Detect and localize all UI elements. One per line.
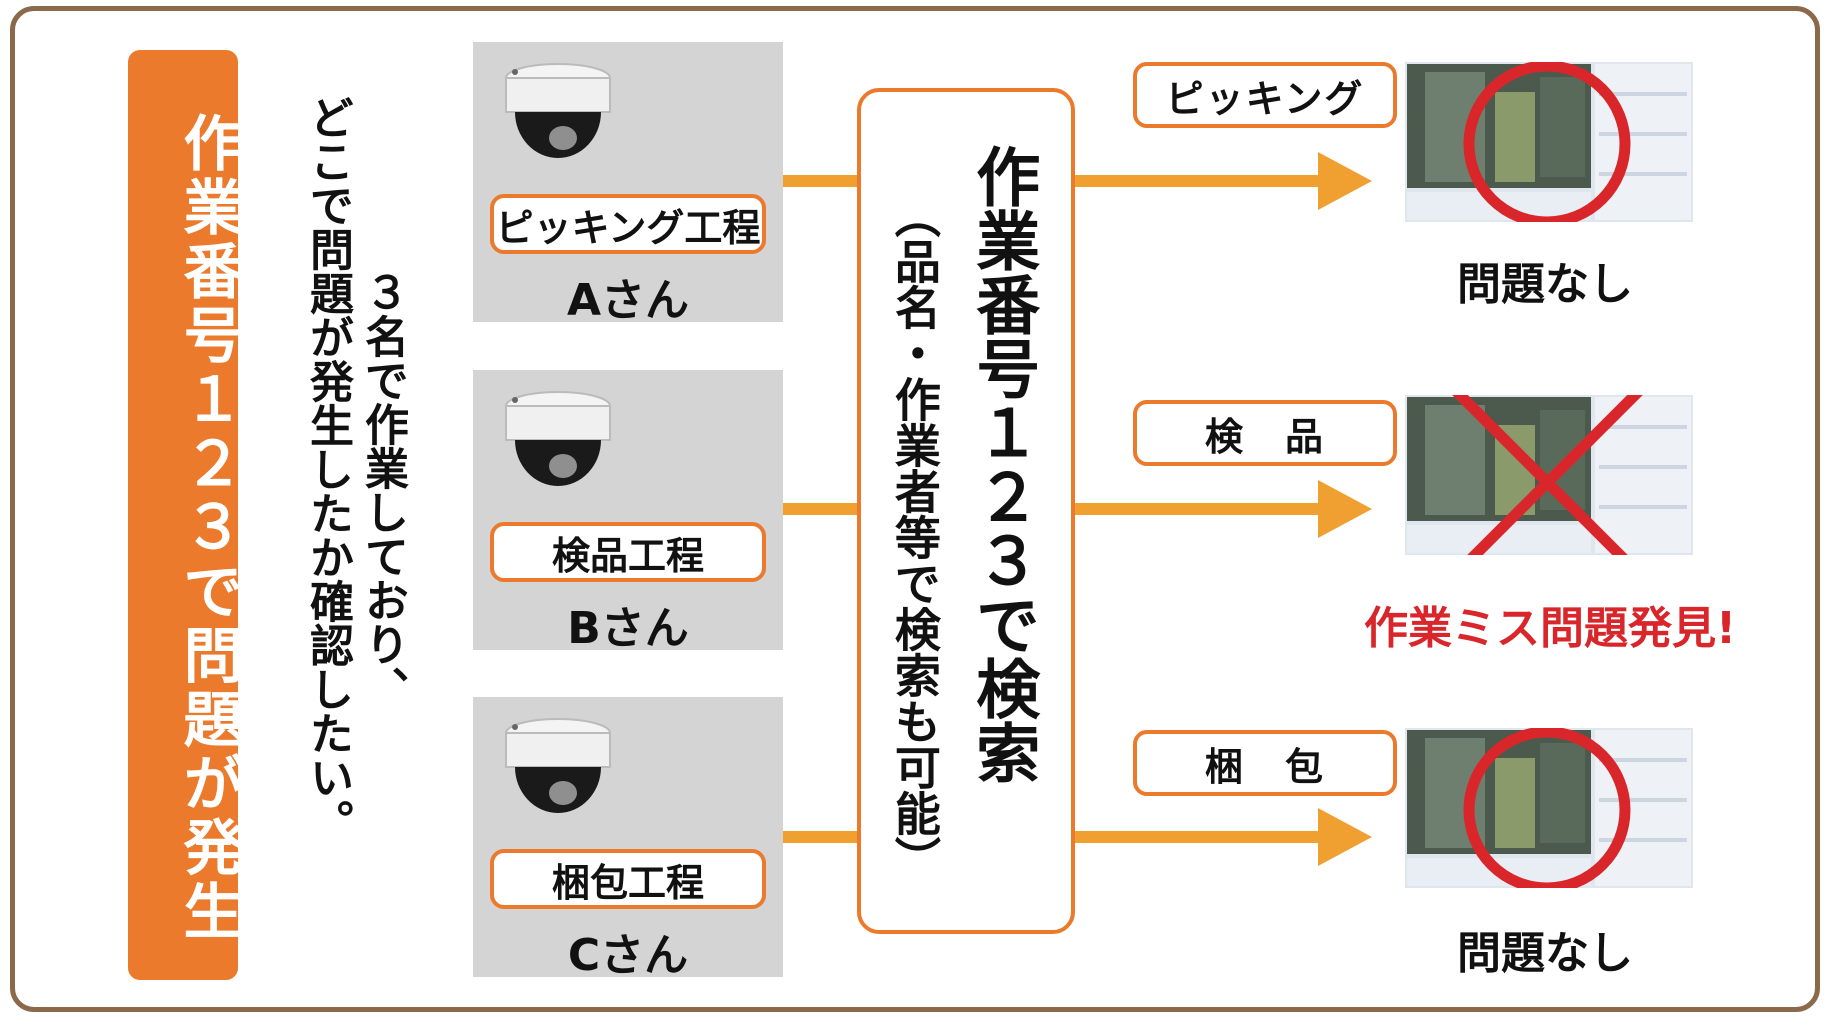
dome-camera-icon — [505, 63, 611, 158]
person-label-c: Cさん — [567, 930, 689, 981]
title-text: 作業番号１２３で問題が発生 — [173, 111, 243, 944]
dome-camera-icon — [505, 718, 611, 813]
dome-camera-icon — [505, 391, 611, 486]
search-sub-text: （品名・作業者等で検索も可能） — [887, 192, 942, 882]
arrow-in-a — [783, 175, 857, 187]
description-line-2: どこで問題が発生したか確認したい。 — [302, 95, 353, 843]
arrow-out-shaft-1 — [1075, 175, 1325, 187]
person-label-b: Bさん — [567, 603, 689, 654]
result-packing: 問題なし — [1457, 928, 1633, 979]
camera-panel-b: 検品工程 Bさん — [473, 370, 783, 654]
arrow-in-b — [783, 503, 857, 515]
step-label-picking: ピッキング — [1133, 62, 1397, 128]
ng-cross-icon — [1452, 395, 1643, 555]
ok-circle-icon — [1463, 62, 1631, 222]
ok-circle-icon — [1463, 728, 1631, 888]
step-label-inspection: 検 品 — [1133, 400, 1397, 466]
footage-thumbnail-2 — [1405, 395, 1693, 555]
description-line-1: ３名で作業しており、 — [357, 270, 408, 710]
arrow-out-head-3 — [1318, 808, 1372, 866]
arrow-out-head-2 — [1318, 480, 1372, 538]
person-label-a: Aさん — [566, 275, 690, 326]
result-picking: 問題なし — [1457, 259, 1633, 310]
process-label-a: ピッキング工程 — [490, 194, 766, 254]
process-label-b: 検品工程 — [490, 522, 766, 582]
process-label-c: 梱包工程 — [490, 849, 766, 909]
arrow-in-c — [783, 831, 857, 843]
camera-panel-a: ピッキング工程 Aさん — [473, 42, 783, 326]
search-main-text: 作業番号１２３で検索 — [965, 144, 1040, 784]
result-inspection: 作業ミス問題発見! — [1363, 603, 1737, 654]
footage-thumbnail-3 — [1405, 728, 1693, 888]
footage-thumbnail-1 — [1405, 62, 1693, 222]
arrow-out-shaft-2 — [1075, 503, 1325, 515]
step-label-packing: 梱 包 — [1133, 730, 1397, 796]
search-box: 作業番号１２３で検索 （品名・作業者等で検索も可能） — [857, 88, 1075, 934]
arrow-out-head-1 — [1318, 152, 1372, 210]
title-box: 作業番号１２３で問題が発生 — [128, 50, 243, 980]
camera-panel-c: 梱包工程 Cさん — [473, 697, 783, 981]
arrow-out-shaft-3 — [1075, 831, 1325, 843]
